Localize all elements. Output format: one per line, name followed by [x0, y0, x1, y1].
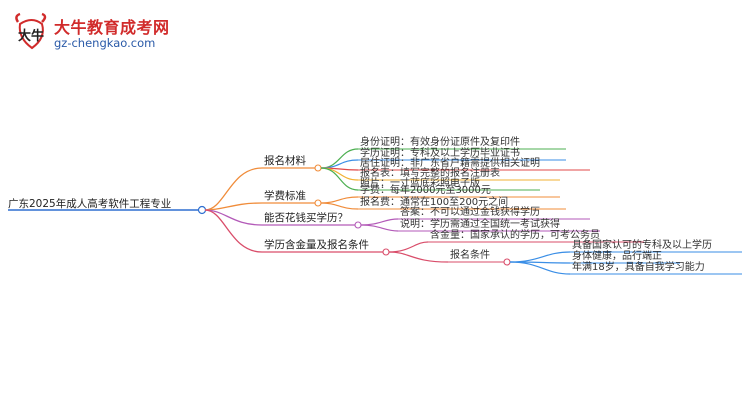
edge-root-materials	[204, 167, 263, 211]
branch-buy-degree: 能否花钱买学历？	[264, 212, 348, 224]
materials-item-form: 报名表：填写完整的报名注册表	[360, 168, 500, 179]
site-logo: 大牛 大牛教育成考网 gz-chengkao.com	[12, 12, 212, 54]
materials-item-residence: 居住证明：非广东省户籍需提供相关证明	[360, 158, 540, 169]
root-topic: 广东2025年成人高考软件工程专业	[8, 198, 172, 210]
fees-item-tuition: 学费：每年2000元至3000元	[360, 185, 491, 196]
bull-logo-icon: 大牛	[15, 12, 47, 50]
materials-item-degree: 学历证明：专科及以上学历毕业证书	[360, 148, 520, 159]
buy-item-explanation: 说明：学历需通过全国统一考试获得	[400, 219, 560, 230]
value-item-conditions: 报名条件	[450, 250, 490, 261]
condition-item-health: 身体健康，品行端正	[572, 251, 662, 262]
root-node	[197, 205, 207, 215]
value-item-worth: 含金量：国家承认的学历，可考公务员	[430, 230, 600, 241]
buy-item-answer: 答案：不可以通过金钱获得学历	[400, 207, 540, 218]
condition-item-age: 年满18岁，具备自我学习能力	[572, 262, 705, 273]
branch-value-conditions: 学历含金量及报名条件	[264, 239, 369, 251]
edge-root-value	[204, 209, 263, 253]
condition-item-degree: 具备国家认可的专科及以上学历	[572, 240, 712, 251]
logo-brand: 大牛教育成考网	[54, 18, 170, 37]
logo-mark-text: 大牛	[18, 28, 44, 44]
materials-item-photo: 照片：一寸蓝底彩照电子版	[360, 178, 480, 189]
branch-materials: 报名材料	[264, 155, 306, 167]
branch-fees: 学费标准	[264, 190, 306, 202]
materials-item-id: 身份证明：有效身份证原件及复印件	[360, 137, 520, 148]
logo-domain: gz-chengkao.com	[54, 36, 156, 50]
fees-item-registration: 报名费：通常在100至200元之间	[360, 197, 509, 208]
